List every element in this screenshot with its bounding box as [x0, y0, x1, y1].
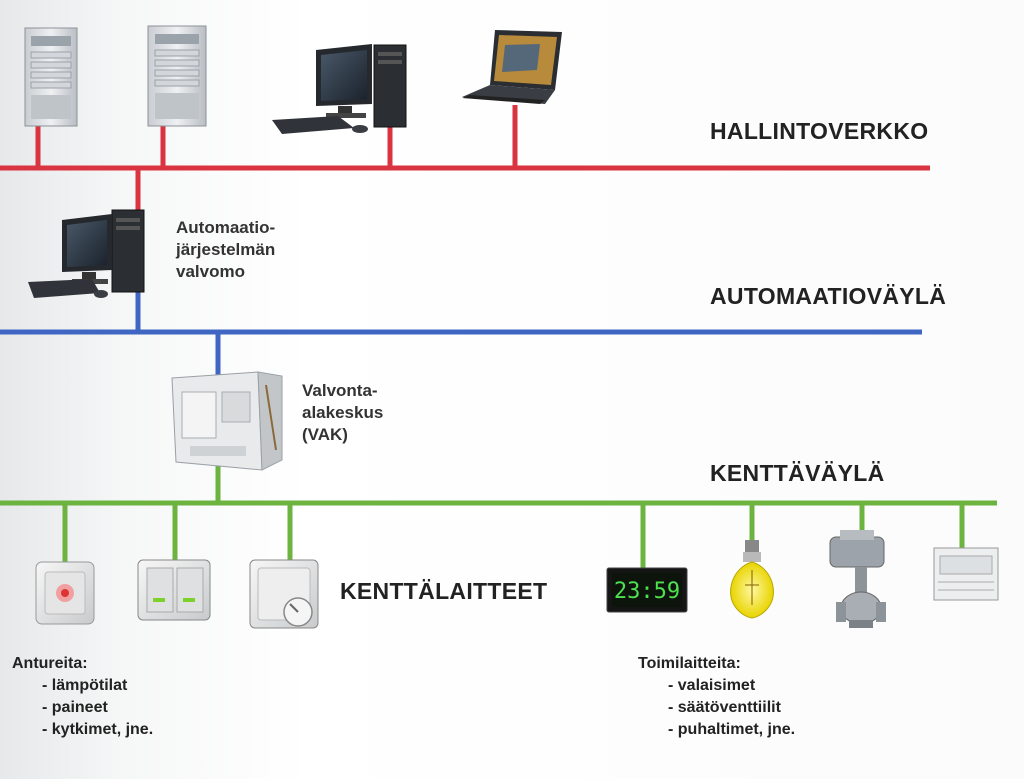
server-icon	[147, 25, 207, 127]
digital-clock-icon: 23:59	[606, 567, 688, 613]
field-bus-label: KENTTÄVÄYLÄ	[710, 460, 885, 486]
laptop-icon	[462, 30, 562, 104]
sensors-list: Antureita: - lämpötilat - paineet - kytk…	[12, 653, 153, 741]
actuators-list: Toimilaitteita: - valaisimet - säätövent…	[638, 653, 795, 741]
server-icon	[24, 27, 78, 127]
automation-bus	[0, 292, 922, 375]
substation-cabinet-icon	[171, 371, 283, 471]
automation-bus-label: AUTOMAATIOVÄYLÄ	[710, 283, 947, 309]
list-item: - säätöventtiilit	[668, 699, 781, 716]
clock-time: 23:59	[614, 579, 680, 604]
field-bus	[0, 465, 997, 568]
sensors-title: Antureita:	[12, 655, 88, 672]
control-valve-icon	[829, 530, 886, 628]
list-item: - puhaltimet, jne.	[668, 721, 796, 738]
temperature-sensor-icon	[35, 561, 95, 625]
list-item: - lämpötilat	[42, 677, 128, 694]
list-item: - kytkimet, jne.	[42, 721, 154, 738]
light-bulb-icon	[730, 540, 774, 619]
control-room-computer-icon	[28, 209, 145, 298]
fan-controller-icon	[933, 547, 999, 601]
list-item: - valaisimet	[668, 677, 756, 694]
admin-bus	[0, 105, 930, 215]
desktop-computer-icon	[272, 44, 407, 134]
light-switch-icon	[137, 559, 211, 621]
actuators-title: Toimilaitteita:	[638, 655, 741, 672]
control-room-label: Automaatio- järjestelmän valvomo	[176, 218, 276, 281]
admin-network-label: HALLINTOVERKKO	[710, 118, 929, 144]
field-devices-label: KENTTÄLAITTEET	[340, 578, 548, 604]
list-item: - paineet	[42, 699, 108, 716]
dimmer-knob-icon	[249, 559, 319, 629]
substation-label: Valvonta- alakeskus (VAK)	[302, 381, 384, 444]
